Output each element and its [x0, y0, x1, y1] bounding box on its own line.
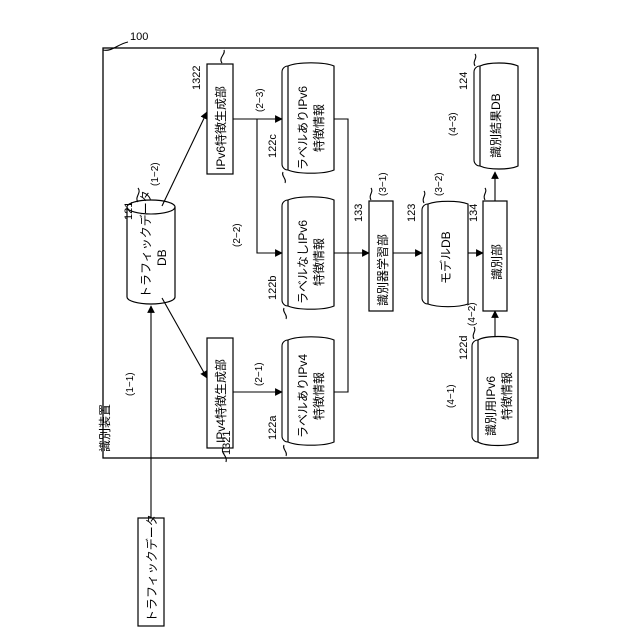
ipv4-generator-ref: 1321 [221, 431, 233, 455]
device-ref-label: 100 [130, 31, 148, 43]
db-122c-ref: 122c [267, 134, 279, 158]
db-122a-line1: ラベルありIPv4 [296, 354, 310, 438]
arrow-1-2-label: (1−2) [150, 162, 161, 186]
device-title: 識別装置 [98, 404, 112, 452]
result-db-ref-leader [474, 54, 476, 66]
db-122b-line1: ラベルなしIPv6 [296, 220, 310, 304]
arrow-traffic-db-to-ipv6-gen [162, 112, 207, 206]
arrow-3-1-label: (3−1) [378, 172, 389, 196]
db-122b-line2: 特徴情報 [311, 238, 326, 286]
model-db-ref: 123 [406, 204, 418, 222]
traffic-db-line2: DB [155, 249, 169, 266]
arrow-1-1-label: (1−1) [125, 372, 136, 396]
db-122a-cylinder [288, 337, 334, 445]
traffic-db-ref: 121 [123, 202, 135, 220]
arrow-2-2-label: (2−2) [232, 223, 243, 247]
arrow-2-3-label: (2−3) [255, 88, 266, 112]
learner-input-bus [334, 119, 348, 392]
db-122c-line1: ラベルありIPv6 [296, 86, 310, 170]
db-122d-line1: 識別用IPv6 [484, 376, 498, 436]
db-122d-ref-leader [473, 327, 475, 339]
db-122d-line2: 特徴情報 [499, 372, 514, 420]
result-db-curves [474, 66, 480, 166]
db-122b-ref: 122b [267, 276, 279, 300]
learner-label: 識別器学習部 [375, 234, 390, 306]
arrow-2-1-label: (2−1) [254, 362, 265, 386]
learner-ref-leader [370, 188, 372, 200]
db-122c-ref-leader [283, 172, 286, 183]
arrow-traffic-db-to-ipv4-gen [162, 298, 207, 378]
ipv4-generator-label: IPv4特徴生成部 [213, 359, 228, 443]
model-db-label: モデルDB [438, 231, 453, 284]
arrow-4-1-label: (4−1) [446, 384, 457, 408]
arrow-4-2-label: (4−2) [467, 302, 478, 326]
db-122d-ref: 122d [458, 336, 470, 360]
db-122c-curves [282, 66, 288, 170]
db-122b-ref-leader [284, 308, 287, 319]
traffic-data-input-label: トラフィックデータ [144, 514, 159, 622]
db-122a-ref: 122a [267, 415, 279, 440]
db-122b-curves [282, 200, 288, 306]
db-122b-cylinder [288, 197, 334, 309]
arrow-3-2-label: (3−2) [434, 172, 445, 196]
ipv6-generator-ref: 1322 [191, 66, 203, 90]
ipv6-generator-ref-leader [221, 50, 224, 63]
traffic-db-line1: トラフィックデータ [138, 190, 153, 298]
identifier-label: 識別部 [489, 244, 504, 280]
identifier-ref: 134 [468, 204, 480, 222]
identifier-ref-leader [484, 188, 486, 200]
arrow-4-3-label: (4−3) [448, 112, 459, 136]
db-122a-curves [282, 340, 288, 442]
ipv6-generator-label: IPv6特徴生成部 [213, 86, 228, 170]
db-122a-ref-leader [284, 445, 287, 456]
db-122a-line2: 特徴情報 [311, 372, 326, 420]
model-db-ref-leader [423, 191, 425, 203]
result-db-ref: 124 [458, 72, 470, 90]
db-122d-curves [472, 340, 478, 442]
db-122c-cylinder [288, 63, 334, 173]
learner-ref: 133 [353, 204, 365, 222]
result-db-label: 識別結果DB [489, 93, 503, 158]
db-122c-line2: 特徴情報 [311, 104, 326, 152]
model-db-curves [422, 204, 428, 304]
